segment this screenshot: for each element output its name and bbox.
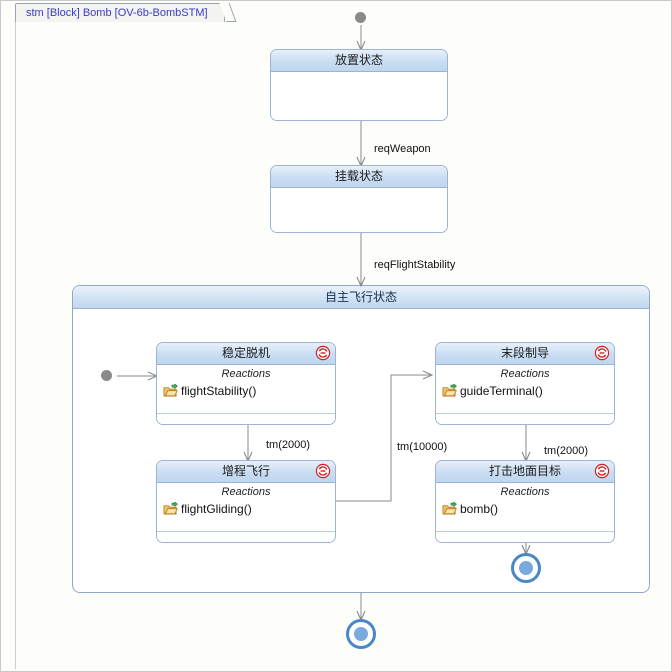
reaction-label: flightStability() — [181, 384, 257, 398]
reaction-row[interactable]: bomb() — [436, 498, 614, 516]
state-extended-flight[interactable]: 增程飞行 Reactions flightGliding() — [156, 460, 336, 543]
state-mounted[interactable]: 挂载状态 — [270, 165, 448, 233]
state-stable-release-footer — [157, 413, 335, 424]
state-terminal-guidance-title: 末段制导 — [500, 346, 549, 360]
composite-state-autonomous-flight[interactable]: 自主飞行状态 — [72, 285, 650, 593]
reaction-label: bomb() — [460, 502, 499, 516]
state-extended-flight-footer — [157, 531, 335, 542]
transition-label-tm-10000: tm(10000) — [397, 441, 448, 453]
composite-state-title: 自主飞行状态 — [73, 286, 649, 309]
state-strike-ground-target-header: 打击地面目标 — [436, 461, 614, 483]
state-strike-ground-target-footer — [436, 531, 614, 542]
state-extended-flight-body: Reactions flightGliding() — [157, 483, 335, 531]
transition-label-tm-2000-right: tm(2000) — [544, 445, 589, 457]
reactions-caption: Reactions — [500, 368, 550, 380]
state-stored[interactable]: 放置状态 — [270, 49, 448, 121]
state-mounted-title: 挂载状态 — [271, 166, 447, 188]
reaction-label: guideTerminal() — [460, 384, 543, 398]
reaction-label: flightGliding() — [181, 502, 252, 516]
inner-final-state[interactable] — [511, 553, 541, 583]
diagram-frame-label: stm [Block] Bomb [OV-6b-BombSTM] — [15, 3, 225, 22]
state-stable-release-title: 稳定脱机 — [221, 346, 270, 360]
state-terminal-guidance-header: 末段制导 — [436, 343, 614, 365]
state-strike-ground-target-body: Reactions bomb() — [436, 483, 614, 531]
transition-label-req-weapon: reqWeapon — [374, 143, 431, 155]
outer-final-state[interactable] — [346, 619, 376, 649]
action-folder-icon — [442, 384, 457, 397]
state-strike-ground-target-title: 打击地面目标 — [488, 464, 561, 478]
state-terminal-guidance-body: Reactions guideTerminal() — [436, 365, 614, 413]
state-loop-icon — [594, 463, 610, 479]
action-folder-icon — [163, 502, 178, 515]
action-folder-icon — [163, 384, 178, 397]
state-strike-ground-target[interactable]: 打击地面目标 Reactions bomb() — [435, 460, 615, 543]
reaction-row[interactable]: flightGliding() — [157, 498, 335, 516]
state-stable-release-body: Reactions flightStability() — [157, 365, 335, 413]
state-extended-flight-title: 增程飞行 — [221, 464, 270, 478]
state-mounted-body — [271, 188, 447, 232]
reaction-row[interactable]: flightStability() — [157, 380, 335, 398]
state-loop-icon — [315, 345, 331, 361]
action-folder-icon — [442, 502, 457, 515]
reactions-caption: Reactions — [500, 486, 550, 498]
reaction-row[interactable]: guideTerminal() — [436, 380, 614, 398]
diagram-frame — [15, 21, 659, 669]
state-terminal-guidance-footer — [436, 413, 614, 424]
state-loop-icon — [594, 345, 610, 361]
reactions-caption: Reactions — [221, 486, 271, 498]
state-extended-flight-header: 增程飞行 — [157, 461, 335, 483]
state-loop-icon — [315, 463, 331, 479]
state-terminal-guidance[interactable]: 末段制导 Reactions guideTerminal() — [435, 342, 615, 425]
state-stored-body — [271, 72, 447, 120]
reactions-caption: Reactions — [221, 368, 271, 380]
inner-initial-pseudostate[interactable] — [101, 370, 112, 381]
state-stable-release-header: 稳定脱机 — [157, 343, 335, 365]
transition-label-tm-2000-left: tm(2000) — [266, 439, 311, 451]
transition-label-req-flight-stability: reqFlightStability — [374, 259, 456, 271]
state-stable-release[interactable]: 稳定脱机 Reactions flightStability() — [156, 342, 336, 425]
initial-pseudostate[interactable] — [355, 12, 366, 23]
state-stored-title: 放置状态 — [271, 50, 447, 72]
